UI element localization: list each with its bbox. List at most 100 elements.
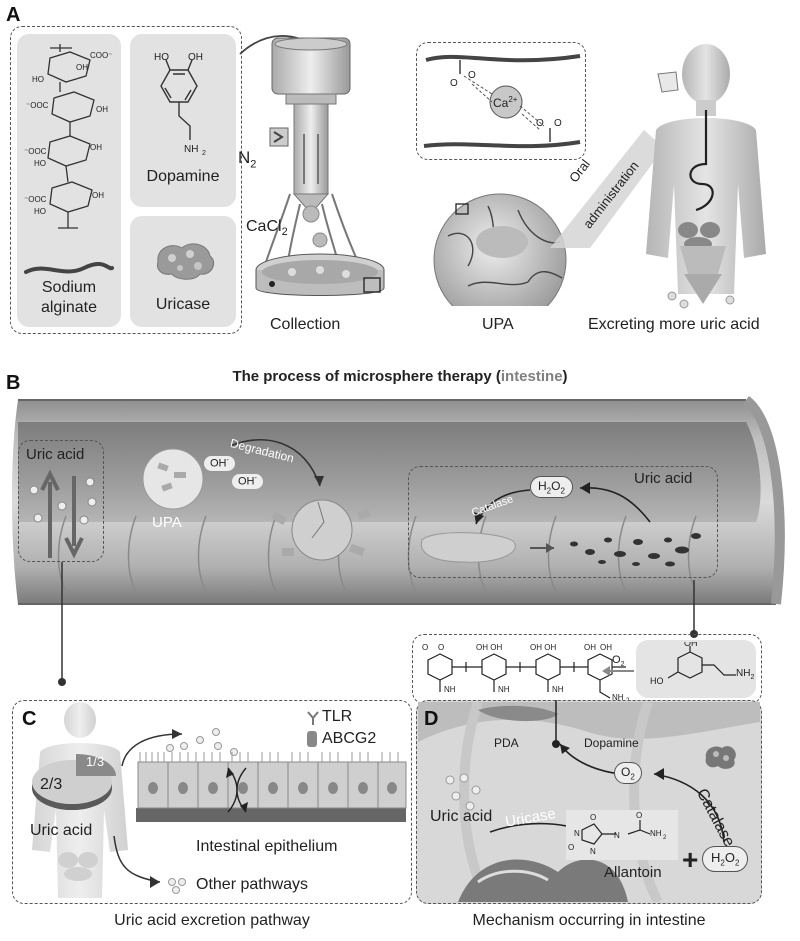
svg-text:N: N — [590, 847, 596, 856]
svg-text:O: O — [438, 643, 444, 652]
dopamine-label: Dopamine — [146, 168, 220, 185]
uric-acid-flux-box — [18, 440, 104, 562]
svg-text:O: O — [536, 118, 544, 129]
panel-c-caption: Uric acid excretion pathway — [114, 912, 310, 929]
svg-text:OH: OH — [684, 642, 698, 648]
intestinal-epithelium-cells — [136, 752, 407, 822]
crosslink-box — [416, 42, 586, 160]
catalase-cycle-arrows — [474, 482, 651, 525]
intestinal-epithelium-label: Intestinal epithelium — [196, 838, 338, 855]
svg-text:O: O — [636, 811, 642, 820]
svg-text:NH: NH — [444, 685, 456, 694]
degrading-sphere — [270, 499, 372, 561]
svg-text:OH: OH — [188, 52, 203, 63]
svg-text:OH: OH — [92, 191, 104, 200]
abcg2-label: ABCG2 — [322, 730, 377, 747]
svg-text:O: O — [568, 843, 574, 852]
svg-text:NH: NH — [184, 144, 198, 155]
one-third-label: 1/3 — [86, 754, 105, 769]
h2o2-b-bubble: H2O2 — [530, 476, 573, 499]
allantoin-label: Allantoin — [604, 864, 662, 881]
allantoin-structure-box — [566, 810, 678, 860]
h2o2-d-bubble: H2O2 — [702, 846, 749, 872]
svg-text:N: N — [574, 829, 580, 838]
oh-ion-2: OH- — [232, 474, 263, 489]
svg-text:⁻OOC: ⁻OOC — [26, 101, 49, 110]
svg-text:NH: NH — [650, 829, 662, 838]
sodium-alginate-label: Sodium alginate — [40, 279, 98, 316]
upa-label-b: UPA — [152, 514, 182, 531]
o2-chem-label: O2 — [612, 654, 625, 669]
panel-b-title: The process of microsphere therapy (inte… — [232, 368, 568, 385]
uric-acid-d-label: Uric acid — [430, 808, 493, 825]
oh-ion-1: OH- — [204, 456, 235, 471]
svg-text:⁻OOC: ⁻OOC — [24, 147, 47, 156]
other-pathways-label: Other pathways — [196, 876, 309, 893]
svg-text:HO: HO — [154, 52, 169, 63]
pda-formation-box — [408, 466, 718, 578]
svg-text:HO: HO — [34, 159, 46, 168]
panel-b-letter: B — [6, 372, 21, 394]
o2-d-bubble: O2 — [614, 762, 642, 785]
svg-text:HO: HO — [650, 676, 664, 686]
dopamine-mono-structure: OH HO — [650, 642, 736, 686]
chem-back-arrow — [602, 666, 634, 676]
alginate-wave — [24, 262, 114, 274]
uric-acid-flux-arrows — [29, 469, 97, 559]
uric-acid-left-label: Uric acid — [26, 446, 85, 463]
svg-text:O: O — [450, 78, 458, 89]
abcg2-icon — [307, 731, 317, 747]
panel-c-letter: C — [22, 708, 37, 730]
materials-box — [10, 26, 242, 334]
pda-film — [420, 532, 701, 567]
collection-label: Collection — [270, 316, 341, 333]
panel-c-box — [12, 700, 412, 904]
two-third-label: 2/3 — [40, 776, 63, 793]
svg-text:NH: NH — [498, 685, 510, 694]
svg-text:OH: OH — [96, 105, 108, 114]
svg-text:OH OH: OH OH — [530, 643, 556, 652]
uricase-protein-icon — [157, 243, 215, 280]
svg-text:2: 2 — [663, 835, 667, 841]
tlr-icon — [307, 711, 319, 725]
upa-microsphere — [433, 193, 567, 306]
panel-d-letter: D — [424, 708, 439, 730]
oral-admin-band — [550, 130, 664, 248]
panel-a-letter: A — [6, 4, 21, 26]
uric-acid-pie — [32, 754, 116, 810]
svg-text:OH: OH — [76, 63, 88, 72]
upa-in-lumen — [142, 448, 204, 510]
svg-text:O: O — [554, 118, 562, 129]
uric-acid-particles-d — [445, 773, 481, 811]
svg-text:OH OH: OH OH — [476, 643, 502, 652]
pda-label: PDA — [494, 736, 519, 750]
alginate-structure: COO⁻ OH HO ⁻OOC OH OH ⁻OOC HO OH ⁻OOC HO — [24, 44, 112, 229]
svg-text:HO: HO — [34, 207, 46, 216]
svg-text:OH: OH — [90, 143, 102, 152]
human-figure — [646, 44, 766, 309]
cacl2-label: CaCl2 — [246, 218, 288, 239]
connector-lines — [58, 562, 698, 686]
uric-acid-right-label: Uric acid — [634, 470, 693, 487]
uricase-label: Uricase — [155, 296, 211, 313]
svg-text:OH: OH — [584, 643, 596, 652]
svg-text:OH: OH — [600, 643, 612, 652]
n2-label: N2 — [238, 148, 257, 171]
excreting-label: Excreting more uric acid — [588, 316, 760, 333]
svg-text:O: O — [422, 643, 428, 652]
svg-text:NH: NH — [552, 685, 564, 694]
alginate-box — [17, 34, 121, 327]
degradation-arrow — [229, 439, 324, 487]
svg-text:N: N — [614, 831, 620, 840]
svg-text:O: O — [468, 70, 476, 81]
svg-text:O: O — [590, 813, 596, 822]
svg-text:2: 2 — [202, 150, 206, 157]
svg-text:HO: HO — [32, 75, 44, 84]
svg-text:COO⁻: COO⁻ — [90, 51, 112, 60]
other-pathway-particles — [168, 878, 186, 894]
panel-d-caption: Mechanism occurring in intestine — [472, 912, 706, 929]
uric-acid-c-label: Uric acid — [30, 822, 93, 839]
catalase-protein-icon — [705, 746, 736, 769]
